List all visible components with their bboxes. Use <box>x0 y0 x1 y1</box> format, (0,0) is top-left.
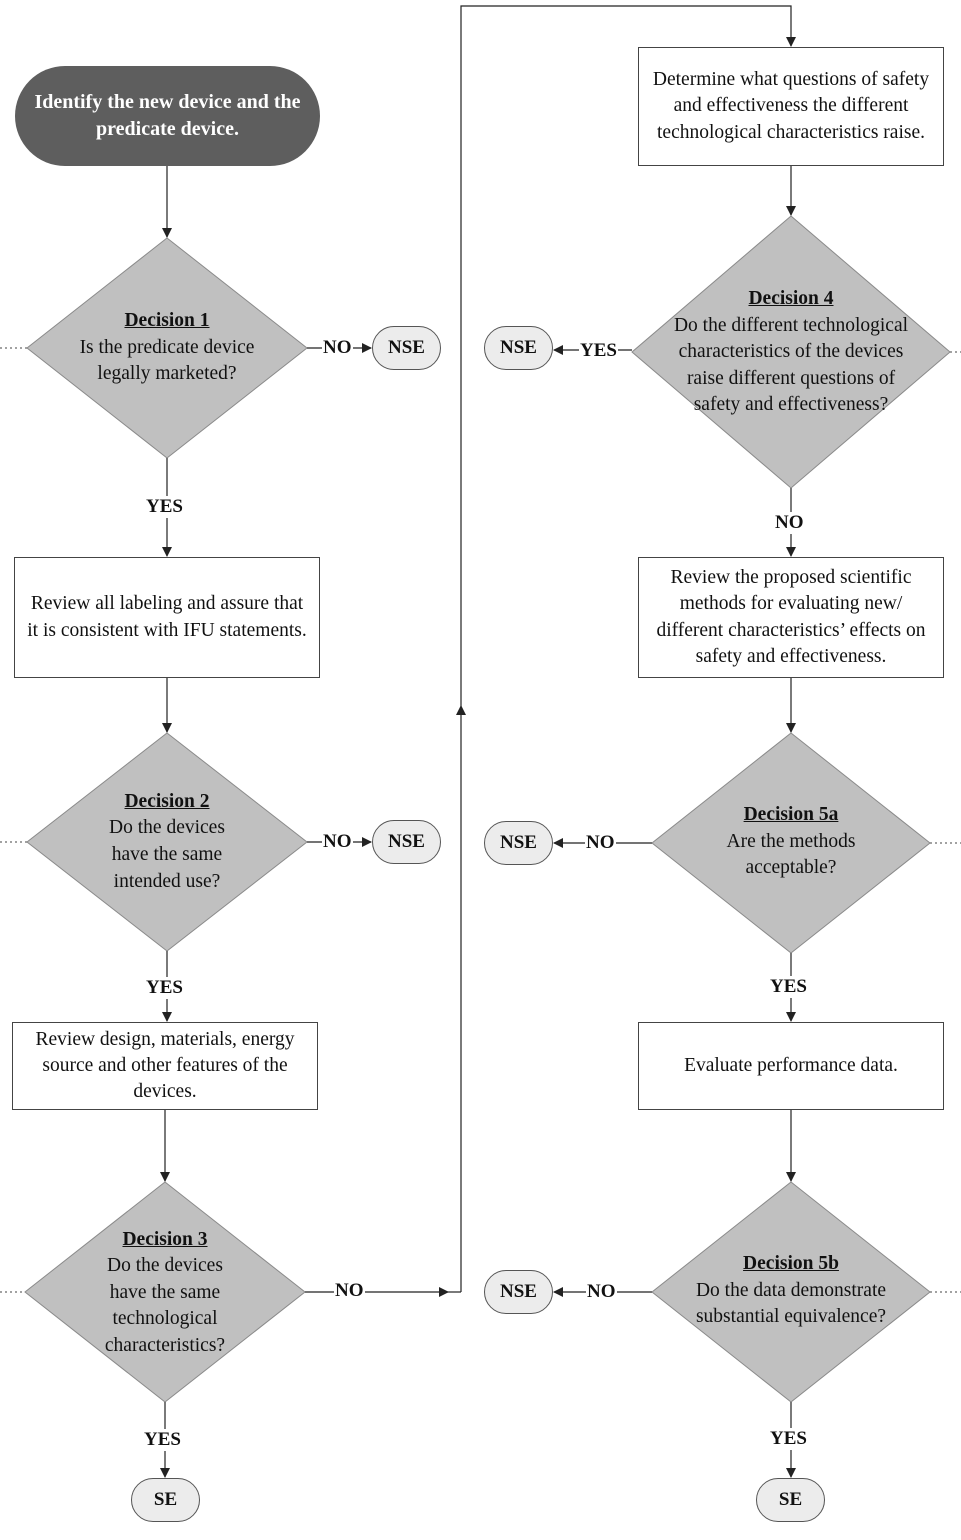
nse-terminal-d5a: NSE <box>484 821 553 865</box>
determine-questions-box: Determine what questions of safety and e… <box>638 47 944 166</box>
decision-4-diamond <box>631 215 951 489</box>
label-d3-yes: YES <box>143 1429 182 1451</box>
label-d1-no: NO <box>322 337 353 359</box>
evaluate-data-box: Evaluate performance data. <box>638 1022 944 1110</box>
connector-d3-to-determine-questions <box>460 5 796 706</box>
decision-2-diamond <box>26 732 308 952</box>
label-d5a-no: NO <box>585 832 616 854</box>
label-d2-no: NO <box>322 831 353 853</box>
nse-terminal-d1: NSE <box>372 326 441 370</box>
se-terminal-right: SE <box>756 1478 825 1522</box>
label-d5b-yes: YES <box>769 1428 808 1450</box>
label-d1-yes: YES <box>145 496 184 518</box>
label-d5b-no: NO <box>586 1281 617 1303</box>
start-node: Identify the new device and the predicat… <box>15 66 320 166</box>
nse-terminal-d4: NSE <box>484 326 553 370</box>
review-design-box: Review design, materials, energy source … <box>12 1022 318 1110</box>
decision-3-diamond <box>24 1181 306 1403</box>
review-labeling-box: Review all labeling and assure that it i… <box>14 557 320 678</box>
decision-1-diamond <box>26 237 308 459</box>
label-d3-no: NO <box>334 1280 365 1302</box>
label-d5a-yes: YES <box>769 976 808 998</box>
decision-5a-diamond <box>651 732 931 954</box>
label-d2-yes: YES <box>145 977 184 999</box>
label-d4-no: NO <box>774 512 805 534</box>
nse-terminal-d5b: NSE <box>484 1270 553 1314</box>
label-d4-yes: YES <box>579 340 618 362</box>
review-methods-box: Review the proposed scientific methods f… <box>638 557 944 678</box>
nse-terminal-d2: NSE <box>372 820 441 864</box>
se-terminal-left: SE <box>131 1478 200 1522</box>
decision-5b-diamond <box>651 1181 931 1403</box>
